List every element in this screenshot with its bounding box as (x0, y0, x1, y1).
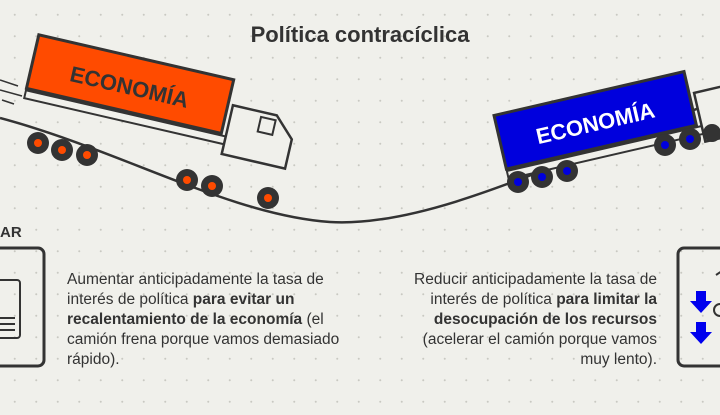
left-description: Aumentar anticipadamente la tasa de inte… (67, 270, 342, 370)
page-title: Política contracíclica (250, 22, 470, 47)
right-description: Reducir anticipadamente la tasa de inter… (405, 270, 657, 370)
right-text-note: (acelerar el camión porque vamos muy len… (422, 331, 657, 368)
left-text-bold: para evitar un recalentamiento de la eco… (67, 291, 303, 328)
rate-down-icon (676, 246, 720, 368)
left-heading-fragment: AR (0, 224, 22, 241)
left-text-note: (el camión frena porque vamos demasiado … (67, 311, 340, 368)
right-text-bold: para limitar la desocupación de los recu… (433, 291, 657, 328)
document-icon (0, 246, 46, 368)
truck-left: ECONOMÍA (23, 33, 294, 171)
left-text-normal: Aumentar anticipadamente la tasa de inte… (67, 271, 324, 308)
truck-right: ECONOMÍA (492, 69, 720, 181)
right-text-normal: Reducir anticipadamente la tasa de inter… (414, 271, 657, 308)
speed-lines (0, 79, 23, 105)
